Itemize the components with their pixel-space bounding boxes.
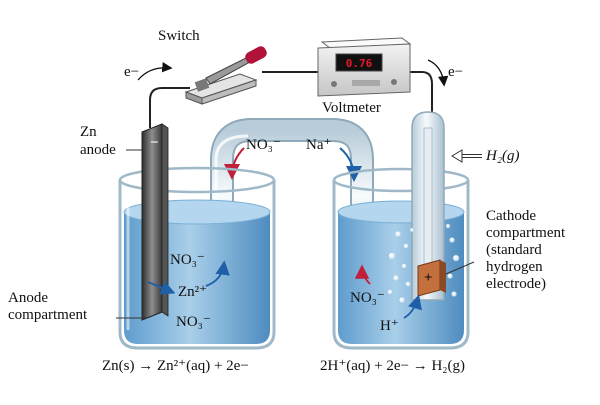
cathode-nitrate-label: NO₃⁻ xyxy=(350,290,385,306)
zinc-anode-electrode xyxy=(141,123,169,321)
anode-nitrate-label-bottom: NO₃⁻ xyxy=(176,314,211,330)
zn2-release-arrow xyxy=(147,281,176,295)
electron-label-right: e− xyxy=(448,64,464,80)
electron-flow-arrow-right xyxy=(427,59,449,87)
voltmeter: 0.76 xyxy=(317,37,412,97)
voltmeter-reading: 0.76 xyxy=(346,57,373,70)
cathode-compartment-line: hydrogen xyxy=(486,259,543,275)
electron-label-left: e− xyxy=(124,64,140,80)
external-circuit-wires xyxy=(149,71,433,128)
h2-supply-arrow xyxy=(451,149,482,163)
wire-voltmeter-to-cathode xyxy=(408,71,433,112)
leader-lines xyxy=(116,149,475,319)
zinc-ion-label: Zn²⁺ xyxy=(178,284,208,300)
anode-half-reaction: Zn(s) → Zn²⁺(aq) + 2e− xyxy=(102,358,249,374)
voltmeter-display xyxy=(335,53,383,72)
anode-compartment-label: Anode compartment xyxy=(8,290,87,324)
hydrogen-electrode-tube xyxy=(411,111,445,301)
cathode-compartment-line: compartment xyxy=(486,225,566,241)
zn2-to-bridge-arrow xyxy=(205,260,230,287)
anode-nitrate-label-top: NO₃⁻ xyxy=(170,252,205,268)
cathode-compartment-line: electrode) xyxy=(486,276,546,292)
wire-anode-to-switch xyxy=(149,87,190,128)
hydrogen-bubbles xyxy=(387,223,460,304)
switch-handle[interactable] xyxy=(243,45,268,66)
cathode-half-reaction: 2H⁺(aq) + 2e− → H₂(g) xyxy=(320,358,466,374)
h-ion-to-cathode-arrow xyxy=(403,294,422,319)
cathode-compartment-label: Cathode compartment (standard hydrogen e… xyxy=(486,208,565,293)
sodium-flow-arrow xyxy=(339,147,362,182)
h2-gas-label: H₂(g) xyxy=(486,148,520,164)
anode-compartment-line: compartment xyxy=(8,307,88,323)
salt-bridge-sodium-label: Na⁺ xyxy=(306,137,332,153)
zn-anode-label-line1: Zn xyxy=(80,124,97,140)
voltmeter-label: Voltmeter xyxy=(322,100,381,116)
cathode-compartment-line: Cathode xyxy=(486,208,536,224)
zn-anode-label-line2: anode xyxy=(80,142,116,158)
hydrogen-ion-label: H⁺ xyxy=(380,318,399,334)
nitrate-to-bridge-arrow xyxy=(354,264,371,285)
platinum-cathode-plate xyxy=(417,259,446,297)
salt-bridge-nitrate-label: NO₃⁻ xyxy=(246,137,281,153)
switch-label: Switch xyxy=(158,28,200,44)
switch[interactable] xyxy=(184,45,269,105)
cathode-sign: + xyxy=(424,270,433,286)
anode-compartment-line: Anode xyxy=(8,290,48,306)
anode-sign: − xyxy=(150,135,159,151)
cathode-compartment-line: (standard xyxy=(486,242,542,258)
cathode-compartment-leader-line xyxy=(445,261,475,275)
nitrate-flow-arrow xyxy=(224,147,245,180)
electron-flow-arrow-left xyxy=(137,62,173,81)
